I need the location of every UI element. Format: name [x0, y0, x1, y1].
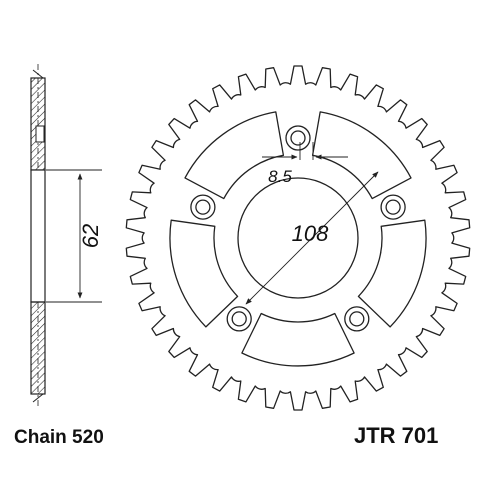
sprocket-tooth-outline	[125, 65, 471, 411]
profile-hub-section	[30, 169, 46, 303]
bolt-hole	[349, 311, 365, 327]
profile-top-tip	[32, 69, 44, 79]
sprocket-front-view: 8.5 108	[125, 65, 471, 411]
lightening-cutout	[241, 312, 355, 367]
lightening-cutout	[169, 219, 239, 328]
part-number-label: JTR 701	[354, 423, 439, 448]
bolt-holes	[190, 125, 406, 332]
bolt-hole	[290, 130, 306, 146]
side-profile-view: 62	[30, 64, 103, 406]
bolt-hole-boss	[344, 306, 370, 332]
bolt-hole-boss	[226, 306, 252, 332]
lightening-cutout	[357, 219, 427, 328]
chain-size-label: Chain 520	[14, 427, 104, 448]
bolt-hole	[231, 311, 247, 327]
profile-bottom-tooth-section	[30, 301, 46, 395]
bolt-hole-dimension: 8.5	[262, 142, 348, 186]
hub-width-value: 62	[78, 224, 103, 248]
bolt-hole	[195, 199, 211, 215]
lightening-cutouts	[169, 111, 427, 367]
bolt-circle-dimension: 108	[245, 171, 379, 305]
bolt-hole-boss	[285, 125, 311, 151]
profile-notch	[35, 125, 45, 143]
profile-bottom-tip	[32, 393, 44, 403]
profile-top-tooth-section	[30, 77, 46, 171]
bolt-hole-boss	[190, 194, 216, 220]
bolt-hole	[385, 199, 401, 215]
lightening-cutout	[311, 111, 412, 200]
lightening-cutout	[184, 111, 285, 200]
bolt-hole-value: 8.5	[268, 167, 292, 186]
bolt-hole-boss	[380, 194, 406, 220]
bolt-circle-value: 108	[292, 221, 329, 246]
